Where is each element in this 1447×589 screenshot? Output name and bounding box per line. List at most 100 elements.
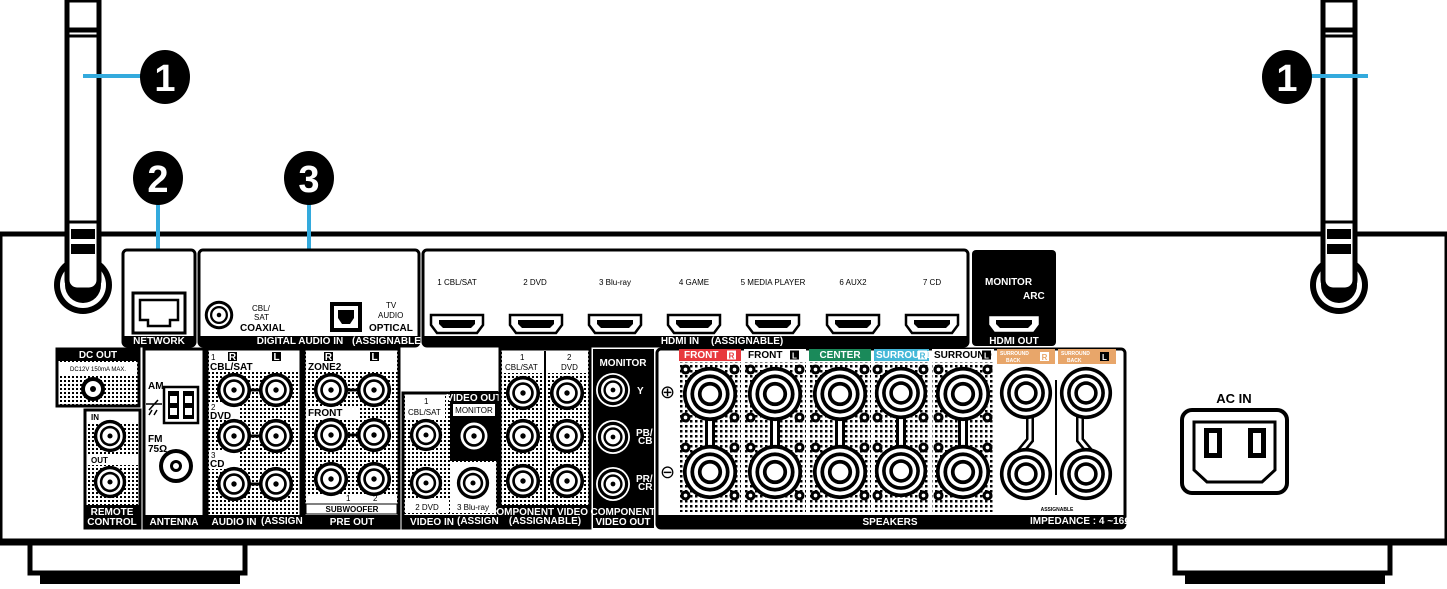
audio-in-3-l-jack[interactable] [258,466,294,502]
am-antenna-terminal[interactable] [162,385,200,425]
hdmi-in-7-port[interactable] [904,313,960,335]
component-out-monitor: MONITOR [599,358,647,369]
network-port[interactable] [133,293,185,333]
fm-ohm-label: 75Ω [148,444,167,455]
audio-in-l-label: L [273,352,279,363]
speaker-terminals-surround-back-l[interactable] [1059,366,1113,501]
audio-in-1-r-jack[interactable] [216,372,252,408]
ac-in-socket[interactable] [1180,408,1289,495]
video-out-monitor-jack[interactable] [456,418,492,454]
callout-number: 3 [298,159,319,201]
digital-audio-label: DIGITAL AUDIO IN [257,336,343,347]
component-out-pb-jack[interactable] [596,420,630,454]
component-out-pr-label-2: CR [638,482,653,493]
coax-label-2: SAT [254,313,269,322]
component-out-label-2: VIDEO OUT [595,517,650,528]
component-out-y-label: Y [637,386,644,397]
audio-in-label: AUDIO IN [212,517,257,528]
optical-jack[interactable] [330,302,362,332]
fm-label: FM [148,434,162,445]
impedance-label: IMPEDANCE : 4 ~16Ω [1030,516,1132,527]
hdmi-in-2-port[interactable] [508,313,564,335]
video-in-1-label: CBL/SAT [408,408,441,417]
component-in-1-pb-jack[interactable] [505,418,541,454]
speaker-front-l-label: FRONT [748,350,782,361]
optical-label-1: TV [386,301,397,310]
speaker-r-badge: R [1042,353,1048,362]
audio-in-3-label: CD [210,459,224,470]
video-in-1-jack[interactable] [409,418,443,452]
zone2-r-jack[interactable] [313,372,349,408]
hdmi-in-1-port[interactable] [429,313,485,335]
hdmi-input-label: 4 GAME [679,278,709,287]
hdmi-out-port[interactable] [986,313,1042,335]
component-in-1-y-jack[interactable] [505,375,541,411]
video-in-3-jack[interactable] [456,466,490,500]
hdmi-in-4-port[interactable] [666,313,722,335]
speaker-surround-l-label: SURROUND [934,350,992,361]
audio-in-3-r-jack[interactable] [216,466,252,502]
remote-label-2: CONTROL [87,517,136,528]
audio-in-r-label: R [229,352,237,363]
subwoofer-2-jack[interactable] [356,461,392,497]
speakers-label: SPEAKERS [862,517,917,528]
subwoofer-1-num: 1 [346,494,351,503]
component-out-pb-label-2: CB [638,436,652,447]
component-out-pr-jack[interactable] [596,467,630,501]
audio-in-2-r-jack[interactable] [216,418,252,454]
speaker-front-r-label: FRONT [684,350,718,361]
component-in-1-pr-jack[interactable] [505,463,541,499]
coaxial-jack[interactable] [204,300,234,330]
video-in-2-jack[interactable] [409,466,443,500]
callout-2: 2 [133,151,183,250]
component-in-1-label: CBL/SAT [505,363,538,372]
speaker-sb-l-label-2: BACK [1067,358,1082,364]
optical-label-2: AUDIO [378,311,403,320]
component-out-y-jack[interactable] [596,373,630,407]
subwoofer-1-jack[interactable] [313,461,349,497]
zone2-l-jack[interactable] [356,372,392,408]
remote-out-jack[interactable] [93,465,127,499]
component-in-2-pb-jack[interactable] [549,418,585,454]
hdmi-arc-label: ARC [1023,291,1045,302]
speaker-terminals-center[interactable] [812,366,868,500]
speaker-terminals-surround-r[interactable] [874,366,928,498]
speaker-terminals-surround-back-r[interactable] [999,366,1053,501]
audio-in-2-num: 2 [211,403,216,412]
speaker-r-badge: R [920,352,926,361]
digital-audio-sub: (ASSIGNABLE) [352,336,424,347]
fm-antenna-jack[interactable] [159,449,193,483]
component-in-2-y-jack[interactable] [549,375,585,411]
speaker-terminals-front-l[interactable] [747,366,803,500]
pre-out-l-label: L [371,352,377,363]
audio-in-1-l-jack[interactable] [258,372,294,408]
speaker-center-label: CENTER [819,350,861,361]
antenna-section: AM FM 75Ω ANTENNA [142,347,206,530]
hdmi-in-6-port[interactable] [825,313,881,335]
digital-audio-section: CBL/ SAT COAXIAL TV AUDIO OPTICAL DIGITA… [197,248,424,348]
remote-in-jack[interactable] [93,419,127,453]
speaker-l-badge: L [984,352,989,361]
video-in-2-label: 2 DVD [415,503,439,512]
speaker-sb-l-label-1: SURROUND [1061,351,1090,357]
speaker-terminals-surround-l[interactable] [935,366,991,500]
hdmi-in-3-port[interactable] [587,313,643,335]
audio-in-1-label: CBL/SAT [210,362,253,373]
component-in-2-pr-jack[interactable] [549,463,585,499]
dc-out-spec: DC12V 150mA MAX. [70,367,126,373]
dc-out-label: DC OUT [79,350,117,361]
audio-in-2-l-jack[interactable] [258,418,294,454]
speaker-terminals-front-r[interactable] [682,366,738,500]
front-preout-l-jack[interactable] [356,417,392,453]
component-in-1-num: 1 [520,353,525,362]
audio-in-3-num: 3 [211,451,216,460]
front-preout-r-jack[interactable] [313,417,349,453]
hdmi-input-label: 5 MEDIA PLAYER [741,278,806,287]
pre-out-r-label: R [325,352,333,363]
hdmi-input-label: 3 Blu-ray [599,278,631,287]
hdmi-in-5-port[interactable] [745,313,801,335]
hdmi-in-sub: (ASSIGNABLE) [711,336,783,347]
callout-1-right: 1 [1262,50,1312,104]
am-label: AM [148,381,164,392]
dc-out-jack[interactable] [81,377,105,401]
